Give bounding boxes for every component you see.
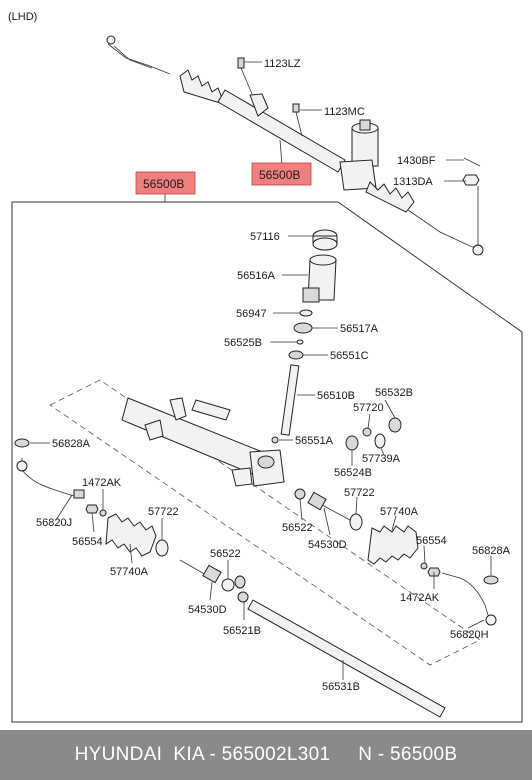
label-56510b: 56510B [317, 390, 355, 402]
left-boot [105, 513, 169, 557]
rack-housing [121, 397, 285, 487]
highlight-label-sub[interactable]: 56500B [259, 168, 300, 182]
label-1123lz: 1123LZ [264, 58, 301, 70]
highlight-box-main [135, 171, 196, 195]
left-inner-tie-rod [179, 559, 249, 603]
part-number-footer: HYUNDAI KIA - 565002L301 N - 56500B [0, 730, 532, 780]
label-56820j: 56820J [36, 517, 72, 529]
label-1472ak-left: 1472AK [82, 477, 122, 489]
label-57722-right: 57722 [344, 487, 375, 499]
label-56521b: 56521B [223, 625, 261, 637]
label-1313da: 1313DA [393, 176, 433, 188]
label-56947: 56947 [236, 308, 267, 320]
label-56551a: 56551A [295, 435, 334, 447]
label-1123mc: 1123MC [324, 106, 365, 118]
label-57739a: 57739A [362, 453, 401, 465]
top-leader-lines [244, 61, 466, 182]
label-56516a: 56516A [237, 270, 276, 282]
exploded-view-frame [11, 201, 523, 723]
leader-lines [30, 235, 492, 680]
label-1472ak-right: 1472AK [400, 592, 440, 604]
label-54530d-right: 54530D [308, 539, 347, 551]
label-56532b: 56532B [375, 387, 413, 399]
label-57722-left: 57722 [148, 506, 179, 518]
rack-bar [234, 575, 446, 718]
label-57740a-right: 57740A [380, 506, 419, 518]
label-57720: 57720 [353, 402, 384, 414]
right-inner-tie-rod [294, 488, 363, 531]
steering-gear-assembly-overview [106, 35, 484, 256]
label-56551c: 56551C [330, 350, 369, 362]
right-small-parts [345, 417, 402, 451]
highlight-label-main[interactable]: 56500B [143, 177, 184, 191]
right-tie-rod-end [441, 572, 499, 626]
label-56522-left: 56522 [210, 548, 241, 560]
label-56820h: 56820H [450, 629, 489, 641]
label-56554-left: 56554 [72, 536, 103, 548]
label-54530d-left: 54530D [188, 604, 227, 616]
label-56525b: 56525B [224, 337, 262, 349]
assembly-plane [49, 379, 481, 666]
label-57116: 57116 [250, 231, 280, 243]
label-56531b: 56531B [322, 681, 360, 693]
label-56828a-right: 56828A [472, 545, 511, 557]
label-56524b: 56524B [334, 467, 372, 479]
label-56554-right: 56554 [416, 535, 447, 547]
parts-diagram: (LHD) 1123LZ [8, 11, 523, 723]
label-56828a-left: 56828A [52, 438, 91, 450]
left-tie-rod-end [14, 438, 107, 517]
label-1430bf: 1430BF [397, 155, 436, 167]
label-56522-right: 56522 [282, 522, 313, 534]
label-57740a-left: 57740A [110, 566, 149, 578]
pinion-stack [271, 229, 338, 444]
right-boot [367, 525, 441, 577]
highlight-box-sub [251, 162, 312, 186]
variant-label: (LHD) [8, 11, 37, 23]
label-56517a: 56517A [340, 323, 379, 335]
